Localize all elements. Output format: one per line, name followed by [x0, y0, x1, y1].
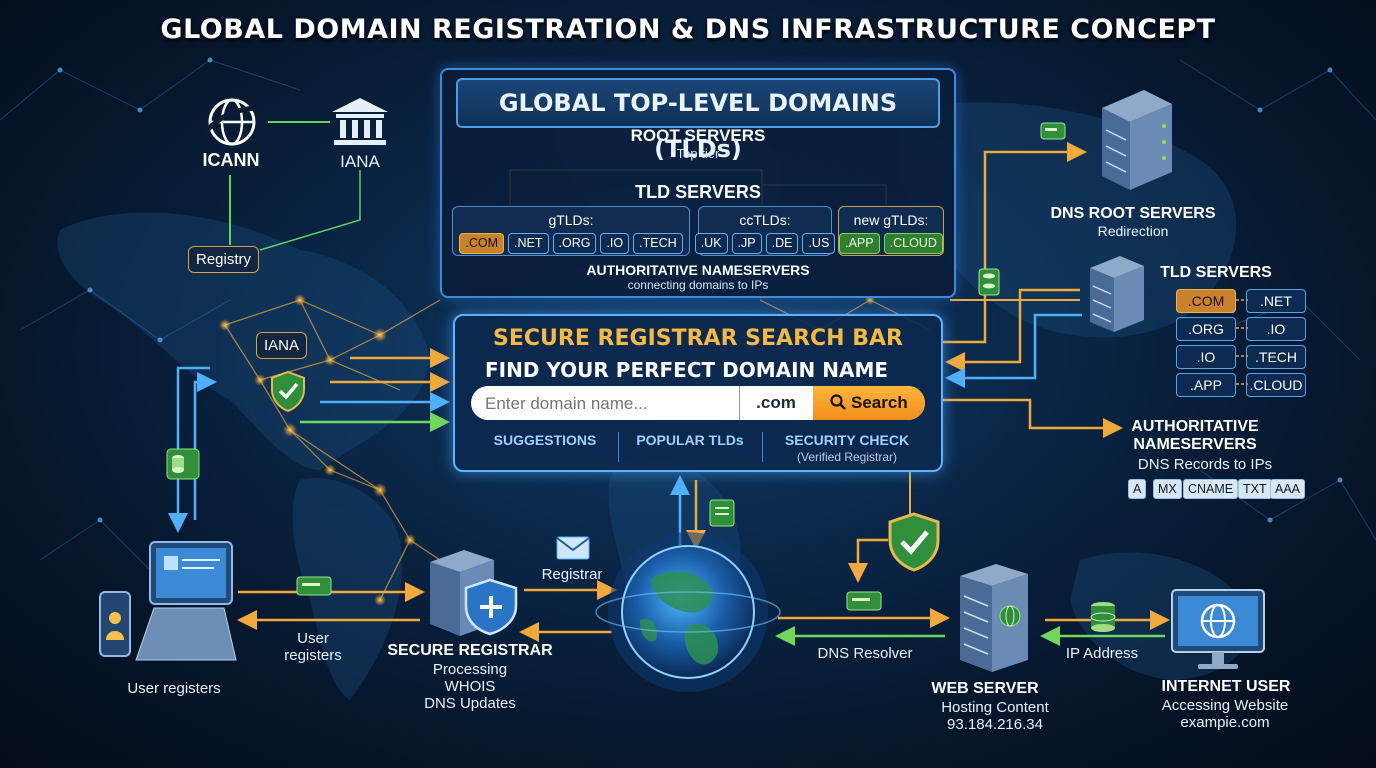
tld-panel-heading: GLOBAL TOP-LEVEL DOMAINS (TLDs) [456, 78, 940, 163]
ip-address-label: IP Address [1065, 645, 1139, 662]
root-servers-sub: Top tier [676, 146, 720, 161]
secure-registrar-server-icon [424, 546, 524, 640]
tld-panel: GLOBAL TOP-LEVEL DOMAINS (TLDs) ROOT SER… [440, 68, 956, 298]
tld-chip[interactable]: .CLOUD [883, 233, 943, 254]
data-card-icon [1040, 120, 1066, 142]
domain-search-input[interactable] [471, 386, 749, 420]
data-card-icon [846, 590, 882, 612]
internet-user-line: exampie.com [1180, 714, 1270, 731]
tld-server-chip: .IO [1246, 317, 1306, 341]
tld-chip[interactable]: .UK [694, 233, 728, 254]
database-icon [1088, 600, 1118, 634]
database-icon [978, 268, 1000, 296]
shield-check-icon [888, 512, 940, 572]
secure-registrar-title: SECURE REGISTRAR [387, 642, 553, 659]
dns-root-title: DNS ROOT SERVERS [1050, 205, 1216, 222]
user-registers-arrow-2: registers [284, 647, 342, 664]
internet-user-line: Accessing Website [1161, 697, 1289, 714]
monitor-icon [1170, 588, 1266, 672]
dns-record-chip: CNAME [1183, 479, 1239, 499]
popular-tlds-link[interactable]: POPULAR TLDs [636, 432, 744, 448]
cctld-group: ccTLDs: .UK .JP .DE .US [694, 206, 836, 256]
search-button[interactable]: Search [813, 386, 925, 420]
registry-tag: Registry [188, 246, 260, 273]
tld-chip[interactable]: .IO [600, 233, 630, 254]
search-button-label: Search [851, 393, 908, 412]
registrar-search-panel: SECURE REGISTRAR SEARCH BAR FIND YOUR PE… [453, 314, 943, 472]
web-server-line: Hosting Content [941, 699, 1049, 716]
gtld-group: gTLDs: .COM .NET .ORG .IO .TECH [452, 206, 690, 256]
root-servers-label: ROOT SERVERS [630, 126, 766, 145]
user-registers-label: User registers [127, 680, 221, 697]
tld-server-chip: .TECH [1246, 345, 1306, 369]
page-title: GLOBAL DOMAIN REGISTRATION & DNS INFRAST… [160, 14, 1216, 45]
search-subtitle: FIND YOUR PERFECT DOMAIN NAME [485, 358, 889, 382]
tld-pair-connectors [1236, 299, 1248, 385]
tld-select[interactable]: .com [739, 386, 812, 420]
tld-chip[interactable]: .JP [731, 233, 762, 254]
dns-resolver-label: DNS Resolver [817, 645, 913, 662]
tld-server-chip: .IO [1176, 345, 1236, 369]
auth-nameservers-label: AUTHORITATIVE NAMESERVERS [586, 262, 810, 278]
cctld-group-name: ccTLDs: [739, 212, 791, 228]
document-icon [708, 498, 738, 528]
auth-title-1: AUTHORITATIVE [1131, 418, 1259, 435]
secure-registrar-line: WHOIS [444, 678, 496, 695]
tld-chip[interactable]: .COM [459, 233, 505, 254]
dns-root-sub: Redirection [1097, 223, 1169, 239]
user-registers-arrow-1: User [297, 630, 329, 647]
search-icon [830, 388, 847, 410]
new-gtld-group-name: new gTLDs: [853, 212, 929, 228]
search-title: SECURE REGISTRAR SEARCH BAR [493, 326, 903, 351]
tld-chip[interactable]: .US [802, 233, 836, 254]
laptop-user-icon [96, 540, 238, 670]
tld-chip[interactable]: .ORG [552, 233, 597, 254]
auth-nameservers-sub: connecting domains to IPs [627, 278, 769, 292]
tld-server-chip: .CLOUD [1246, 373, 1306, 397]
tld-server-chip: .ORG [1176, 317, 1236, 341]
server-rack-icon [1092, 86, 1176, 194]
icann-label: ICANN [202, 150, 260, 170]
icann-globe-icon [200, 94, 262, 150]
suggestions-link[interactable]: SUGGESTIONS [493, 432, 597, 448]
registrar-label: Registrar [541, 566, 603, 583]
security-check-sub: (Verified Registrar) [796, 450, 898, 464]
dns-record-chip: TXT [1238, 479, 1272, 499]
web-server-title: WEB SERVER [931, 680, 1039, 697]
auth-title-2: NAMESERVERS [1133, 436, 1257, 453]
auth-sub: DNS Records to IPs [1137, 456, 1273, 473]
tld-servers-title: TLD SERVERS [1160, 264, 1272, 281]
data-card-icon [296, 576, 332, 596]
security-check-link[interactable]: SECURITY CHECK [784, 432, 910, 448]
dns-record-chip: MX [1153, 479, 1182, 499]
database-icon [166, 448, 200, 480]
search-bar: .com Search [471, 386, 925, 420]
iana-top-label: IANA [340, 152, 380, 171]
web-server-line: 93.184.216.34 [947, 716, 1043, 733]
server-rack-icon [1084, 252, 1148, 336]
tld-chip[interactable]: .DE [765, 233, 799, 254]
tld-server-chip: .NET [1246, 289, 1306, 313]
envelope-icon [556, 536, 590, 560]
gtld-group-name: gTLDs: [548, 212, 594, 228]
internet-user-title: INTERNET USER [1161, 678, 1291, 695]
iana-map-tag: IANA [256, 332, 308, 359]
tld-chip[interactable]: .TECH [633, 233, 683, 254]
secure-registrar-line: DNS Updates [424, 695, 516, 712]
dns-record-chip: AAA [1270, 479, 1306, 499]
tld-chip[interactable]: .NET [508, 233, 549, 254]
iana-building-icon [330, 96, 390, 148]
tld-chip[interactable]: .APP [839, 233, 880, 254]
tld-server-chip: .COM [1176, 289, 1236, 313]
secure-registrar-line: Processing [432, 661, 508, 678]
web-server-icon [948, 560, 1044, 676]
new-gtld-group: new gTLDs: .APP .CLOUD [838, 206, 944, 256]
tld-server-chip: .APP [1176, 373, 1236, 397]
dns-record-chip: A [1128, 479, 1147, 499]
shield-check-icon [270, 370, 306, 413]
tld-servers-label: TLD SERVERS [635, 182, 761, 202]
